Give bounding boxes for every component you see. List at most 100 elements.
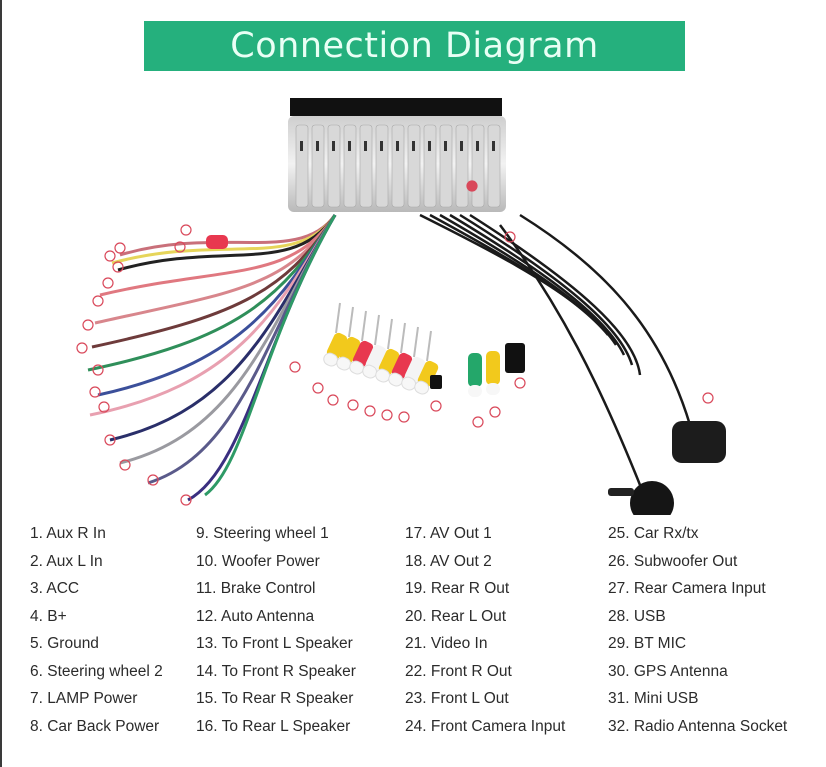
callout-marker-14 — [119, 459, 131, 471]
black-cable — [449, 213, 626, 356]
rca-plug — [352, 340, 374, 368]
mic-cable — [498, 224, 642, 486]
rca-lead — [361, 310, 367, 342]
callout-marker-6 — [102, 277, 114, 289]
heatsink-fin — [391, 124, 405, 208]
heatsink-fin — [439, 124, 453, 208]
legend-item: 7. LAMP Power — [30, 690, 138, 707]
callout-marker-15 — [147, 474, 159, 486]
fin-slot — [348, 141, 351, 151]
callout-marker-4 — [104, 250, 116, 262]
callout-marker-28 — [504, 231, 516, 243]
callout-marker-16 — [180, 494, 192, 506]
heatsink-fin — [359, 124, 373, 208]
fin-slot — [364, 141, 367, 151]
heatsink-fin — [375, 124, 389, 208]
legend-item: 8. Car Back Power — [30, 717, 160, 735]
legend-item: 9. Steering wheel 1 — [196, 525, 329, 542]
legend-item: 21. Video In — [405, 635, 488, 652]
callout-marker-8 — [82, 319, 94, 331]
rca-plug — [339, 336, 361, 364]
heatsink-fin — [487, 124, 501, 208]
heatsink-fin — [327, 124, 341, 208]
black-cable — [459, 213, 634, 366]
rca-lead — [335, 302, 341, 334]
callout-marker-13 — [104, 434, 116, 446]
heatsink-fin — [455, 124, 469, 208]
rca-lead — [348, 306, 354, 338]
rca-lead — [413, 326, 419, 358]
page-title: Connection Diagram — [230, 26, 599, 66]
rca-tip — [486, 383, 500, 395]
rca-plug — [365, 344, 387, 372]
legend-item: 5. Ground — [30, 635, 99, 652]
callout-marker-11 — [89, 386, 101, 398]
callout-marker-3 — [114, 242, 126, 254]
callout-marker-2 — [174, 241, 186, 253]
callout-marker-22 — [381, 409, 393, 421]
mic-clip — [608, 488, 634, 496]
rca-plug-yellow — [486, 351, 500, 385]
rca-plug-green — [468, 353, 482, 387]
legend-item: 22. Front R Out — [405, 662, 512, 680]
callout-marker-27 — [472, 416, 484, 428]
legend-item: 3. ACC — [30, 580, 80, 597]
connection-legend: 1. Aux R In 2. Aux L In 3. ACC 4. B+ 5. Grou… — [28, 520, 818, 750]
legend-item: 20. Rear L Out — [405, 607, 507, 625]
callout-marker-1 — [180, 224, 192, 236]
legend-item: 14. To Front R Speaker — [196, 662, 356, 680]
red-fuse-cap — [206, 235, 228, 249]
legend-item: 27. Rear Camera Input — [608, 580, 766, 597]
legend-item: 31. Mini USB — [608, 690, 699, 707]
callout-marker-25 — [514, 377, 526, 389]
fin-slot — [396, 141, 399, 151]
callout-marker-17 — [289, 361, 301, 373]
legend-item: 17. AV Out 1 — [405, 525, 492, 542]
legend-item: 2. Aux L In — [30, 552, 103, 570]
fin-slot — [332, 141, 335, 151]
marker-32 — [467, 181, 477, 191]
heatsink-fin — [295, 124, 309, 208]
legend-item: 15. To Rear R Speaker — [196, 690, 354, 707]
legend-item: 6. Steering wheel 2 — [30, 662, 163, 680]
rca-tip — [414, 380, 430, 395]
title-banner: Connection Diagram — [144, 21, 685, 71]
callout-marker-19 — [327, 394, 339, 406]
legend-item: 4. B+ — [30, 607, 67, 625]
legend-item: 29. BT MIC — [608, 635, 687, 652]
callout-marker-9 — [76, 342, 88, 354]
heatsink-fin — [471, 124, 485, 208]
legend-item: 13. To Front L Speaker — [196, 635, 353, 652]
callout-marker-23 — [398, 411, 410, 423]
callout-marker-21 — [364, 405, 376, 417]
legend-item: 25. Car Rx/tx — [608, 525, 699, 542]
rca-plug — [417, 360, 439, 388]
fin-slot — [300, 141, 303, 151]
gps-antenna — [672, 421, 726, 463]
callout-marker-5 — [112, 261, 124, 273]
legend-item: 23. Front L Out — [405, 690, 509, 707]
bt-mic — [630, 481, 674, 515]
legend-item: 10. Woofer Power — [196, 552, 320, 570]
fin-slot — [492, 141, 495, 151]
fin-slot — [428, 141, 431, 151]
legend-item: 32. Radio Antenna Socket — [608, 717, 788, 735]
head-unit — [288, 98, 506, 212]
callout-marker-12 — [98, 401, 110, 413]
callout-marker-20 — [347, 399, 359, 411]
left-border — [0, 0, 2, 767]
fin-slot — [412, 141, 415, 151]
fin-slot — [316, 141, 319, 151]
callout-marker-10 — [92, 364, 104, 376]
legend-column-1: 1. Aux R In 2. Aux L In 3. ACC 4. B+ 5. Grou… — [30, 520, 163, 740]
black-cable — [439, 213, 618, 346]
black-cable — [469, 213, 642, 376]
callout-marker-32 — [466, 180, 478, 192]
legend-item: 1. Aux R In — [30, 525, 106, 542]
fin-slot — [476, 141, 479, 151]
fin-slot — [460, 141, 463, 151]
rca-plug — [404, 356, 426, 384]
